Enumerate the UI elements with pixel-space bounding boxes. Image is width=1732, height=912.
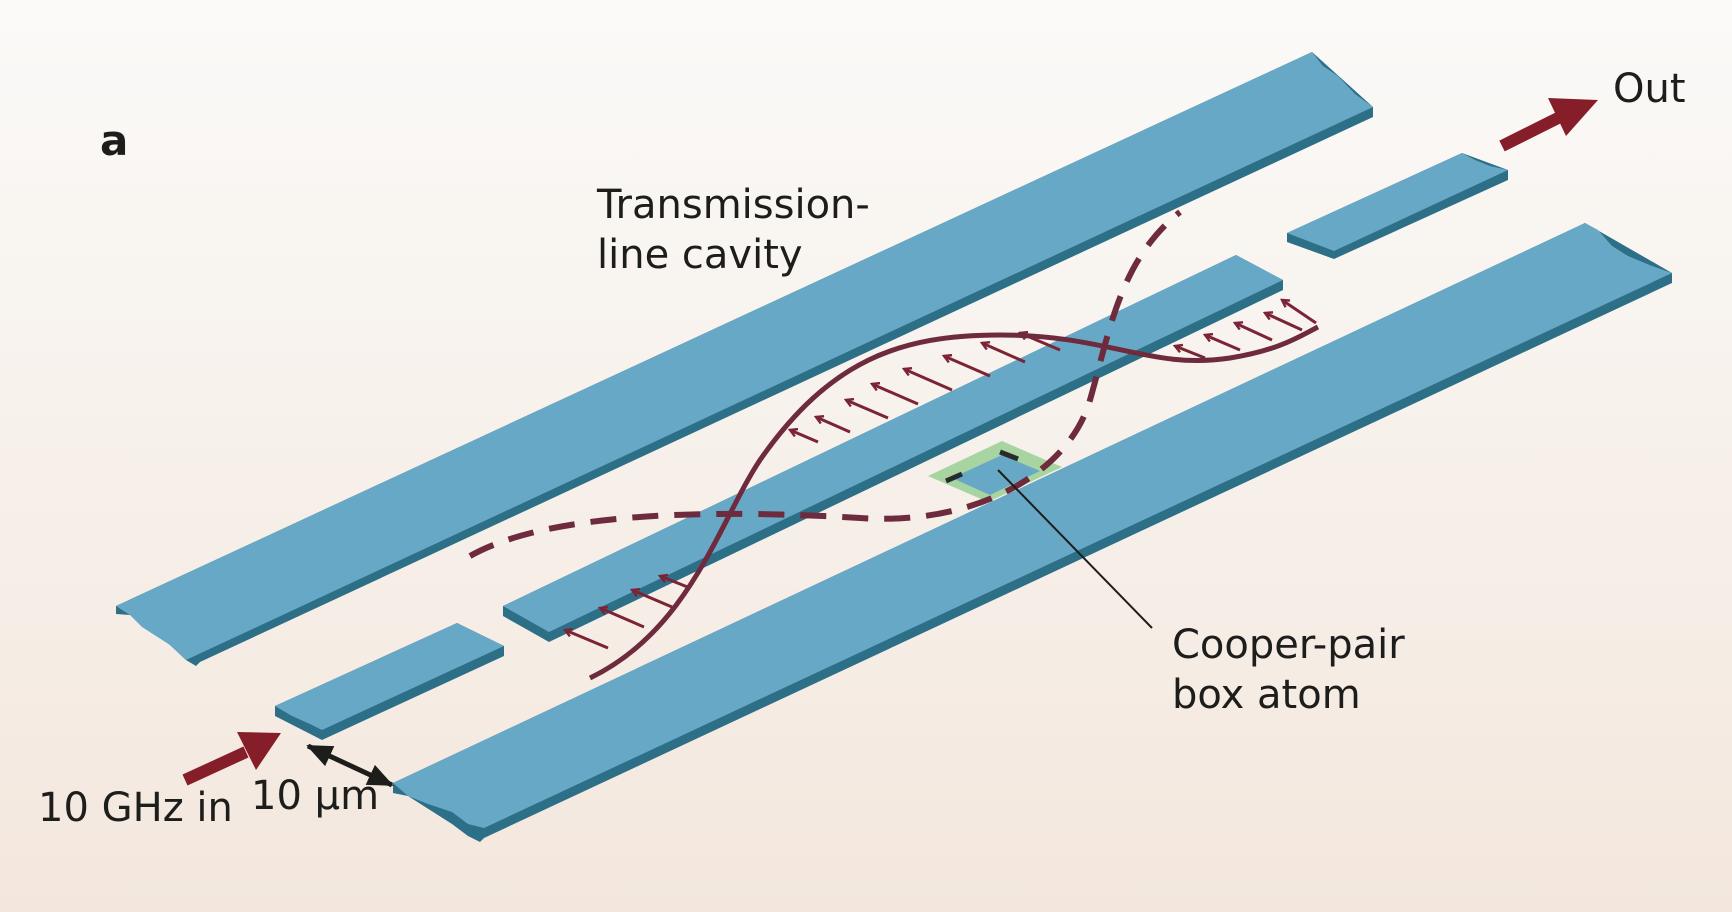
atom-label-line-1: Cooper-pair <box>1172 622 1405 668</box>
panel-letter: a <box>100 116 129 165</box>
input-coupling-stub <box>275 623 504 740</box>
output-label: Out <box>1613 66 1686 112</box>
atom-leader-line <box>997 469 1153 629</box>
electric-field-arrows-right <box>1175 300 1317 360</box>
electric-field-wave <box>588 324 1320 681</box>
gap-label: 10 µm <box>251 773 380 819</box>
magnetic-field-wave <box>468 209 1182 559</box>
cavity-label-line-1: Transmission- <box>597 182 870 228</box>
cooper-pair-box-atom <box>928 441 1062 502</box>
electric-field-arrows-left <box>565 576 691 650</box>
upper-ground-plane <box>116 52 1373 666</box>
center-conductor <box>503 255 1283 642</box>
output-coupling-stub <box>1287 153 1508 259</box>
input-label: 10 GHz in <box>38 785 233 831</box>
atom-label-line-2: box atom <box>1172 672 1361 718</box>
atom-label: Cooper-pair box atom <box>1172 620 1405 720</box>
cavity-label-line-2: line cavity <box>597 232 803 278</box>
cavity-label: Transmission- line cavity <box>597 180 870 280</box>
input-signal-arrow <box>182 732 281 786</box>
gap-dimension-arrow <box>306 743 394 788</box>
lower-ground-plane <box>393 223 1672 842</box>
output-signal-arrow <box>1499 98 1598 152</box>
